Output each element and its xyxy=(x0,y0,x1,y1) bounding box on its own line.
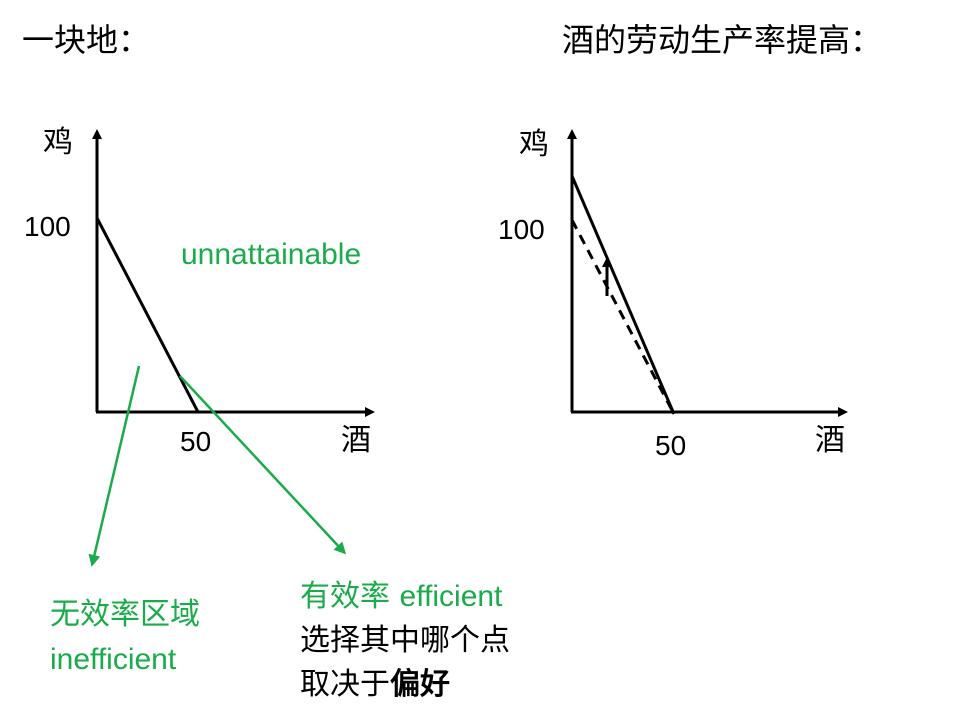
efficient-note-line2-a: 取决于 xyxy=(300,667,390,702)
right-original-ppf-line xyxy=(570,219,676,415)
left-y-axis-label: 鸡 xyxy=(43,125,73,160)
efficient-note-line1: 选择其中哪个点 xyxy=(300,623,510,658)
left-title: 一块地： xyxy=(22,21,151,59)
right-x-axis-label: 酒 xyxy=(815,423,845,458)
unattainable-label: unnattainable xyxy=(181,238,362,271)
efficient-note-line2-b: 偏好 xyxy=(390,667,450,702)
left-ppf-line xyxy=(95,217,200,413)
left-x-axis-label: 酒 xyxy=(341,423,371,458)
inefficient-label-en: inefficient xyxy=(50,643,177,676)
efficient-label-en: efficient xyxy=(399,580,503,613)
right-y-tick-label: 100 xyxy=(498,214,545,245)
left-y-tick-label: 100 xyxy=(24,211,71,242)
efficient-label: 有效率 efficient xyxy=(300,582,502,612)
left-x-tick-label: 50 xyxy=(180,426,212,457)
right-x-tick-label: 50 xyxy=(655,430,687,461)
efficient-arrow xyxy=(179,375,347,555)
inefficient-arrow xyxy=(88,365,141,567)
efficient-note-line2: 取决于偏好 xyxy=(300,670,450,700)
right-new-ppf-line xyxy=(570,175,676,415)
inefficient-label-cn: 无效率区域 xyxy=(50,597,200,632)
right-title: 酒的劳动生产率提高： xyxy=(562,21,883,59)
right-y-axis-label: 鸡 xyxy=(519,127,549,162)
efficient-label-cn: 有效率 xyxy=(300,579,390,614)
